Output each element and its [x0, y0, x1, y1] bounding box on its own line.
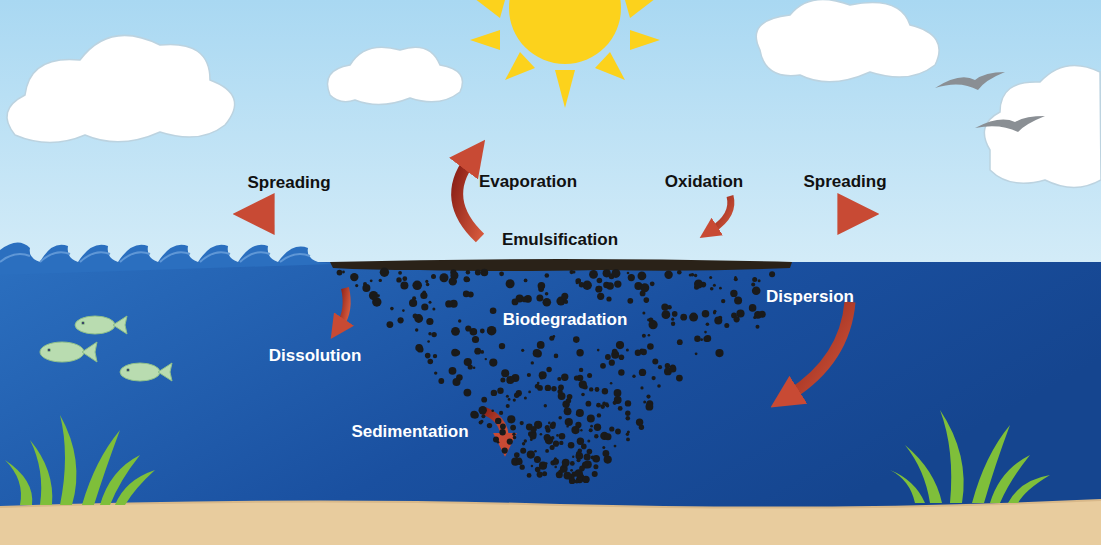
process-label: Emulsification	[502, 231, 618, 250]
process-label: Oxidation	[665, 173, 743, 192]
process-label: Dispersion	[766, 288, 854, 307]
process-label: Spreading	[247, 174, 330, 193]
process-label: Dissolution	[269, 347, 362, 366]
process-label: Evaporation	[479, 173, 577, 192]
process-label: Biodegradation	[503, 311, 628, 330]
process-label: Spreading	[803, 173, 886, 192]
process-label: Sedimentation	[351, 423, 468, 442]
